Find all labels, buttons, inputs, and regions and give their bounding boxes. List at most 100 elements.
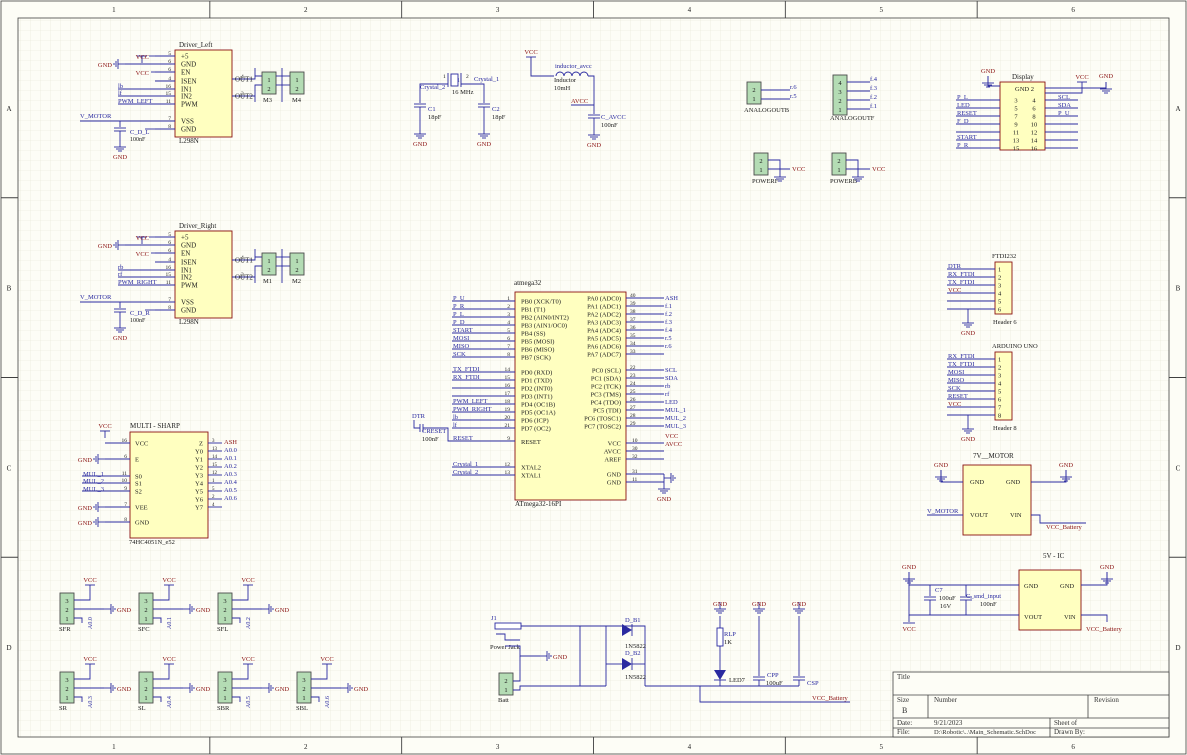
ground-symbol: [714, 602, 726, 614]
connector-pin-number: 2: [65, 607, 68, 614]
sensor-connector: 321: [296, 671, 312, 704]
ground-symbol: GND: [104, 683, 131, 693]
file-value: D:\Robotic\..\Main_Schematic.SchDoc: [934, 729, 1036, 736]
connector-pin-number: 2: [838, 98, 841, 105]
ground-label: GND: [961, 330, 975, 337]
ground-label: GND: [98, 243, 112, 250]
power-label: VCC: [320, 656, 333, 663]
cap-value: 100uF: [939, 595, 956, 602]
net-pwm: PWM_RIGHT: [118, 279, 157, 286]
net-label: SCL: [665, 367, 677, 374]
net-label: TX_FTDI: [453, 366, 479, 373]
pin-number: 12: [505, 462, 511, 468]
pin-number: 10: [632, 438, 638, 444]
pin-name: PWM: [181, 101, 199, 109]
pin-number: 8: [124, 517, 127, 523]
pin-name: PC3 (TMS): [590, 392, 621, 399]
net-label: SCK: [453, 351, 466, 358]
net-label: f.2: [665, 311, 672, 318]
pin-number: 11: [166, 280, 172, 286]
net-label: f.3: [665, 319, 672, 326]
pin-number: 6: [168, 248, 171, 254]
analog-b-connector: 21: [746, 81, 762, 105]
power-label: VCC: [1075, 74, 1088, 81]
title-block-text: Title Size B Number Revision Date: 9/21/…: [897, 673, 1119, 736]
pin-name: RESET: [521, 439, 541, 446]
inductor-l: 10mH: [554, 85, 571, 92]
ground-symbol: GND: [262, 683, 289, 693]
connector-pin-number: 1: [223, 695, 226, 702]
pin-number: 36: [630, 325, 636, 331]
cap-ref: C_AVCC: [601, 114, 626, 121]
zone-row-label: B: [1176, 285, 1181, 293]
net-vbat: VCC_Battery: [1046, 524, 1082, 531]
ground-symbol: GND: [104, 604, 131, 614]
connector-pin-number: 1: [295, 258, 298, 265]
driver-body: [174, 49, 233, 138]
pin-name: Y2: [195, 465, 203, 472]
power-f-connector: 21: [753, 152, 769, 176]
driver-part: L298N: [179, 137, 199, 145]
pin-number: 14: [1031, 138, 1038, 145]
net-label: TX_FTDI: [948, 279, 974, 286]
pin-number: 8: [1032, 114, 1035, 121]
pin-name: Y0: [195, 449, 203, 456]
net-label: AVCC: [665, 441, 682, 448]
power-label: VCC: [83, 656, 96, 663]
connector-pin-number: 2: [144, 686, 147, 693]
pin-number: 7: [168, 116, 171, 122]
wire: [846, 159, 859, 170]
ground-label: GND: [275, 607, 289, 614]
connector-body: [138, 671, 154, 704]
ground-symbol: GND: [961, 422, 975, 443]
cap-ref: C_D_L: [130, 129, 150, 136]
sensor-name: SR: [59, 705, 68, 712]
wire: [1031, 470, 1067, 483]
ftdi-header: FTDI2321DTR2RX_FTDI3TX_FTDI4VCC56Header …: [947, 253, 1017, 337]
title-label: Title: [897, 673, 910, 681]
pin-name: Y4: [195, 481, 204, 488]
power-label: VCC: [83, 577, 96, 584]
net-vcc: VCC: [136, 54, 149, 61]
ground-symbol: [774, 170, 786, 182]
wire: [153, 671, 170, 680]
zone-col-label: 1: [112, 743, 116, 751]
pin-number: 33: [630, 349, 636, 355]
sensor-net: A0.2: [246, 617, 252, 629]
sensor-name: SL: [138, 705, 146, 712]
net-label: A0.3: [224, 471, 237, 478]
net-label: P_U: [453, 295, 465, 302]
pin-number: 35: [630, 333, 636, 339]
motor-connector: 12: [261, 252, 277, 276]
net-label: A0.1: [224, 455, 237, 462]
jack-body: [494, 622, 522, 630]
header-body: [994, 261, 1013, 315]
pin-number: 2: [466, 74, 469, 80]
net-label: r.6: [665, 343, 672, 350]
wire: [74, 617, 83, 623]
connector-pin-number: 1: [223, 616, 226, 623]
pin-number: 4: [1032, 98, 1036, 105]
net-label: f.4: [665, 327, 673, 334]
ground-label: GND: [196, 686, 210, 693]
sensor-name: SFR: [59, 626, 71, 633]
cap-value: 100uF: [766, 680, 783, 687]
wire: [74, 671, 91, 680]
ground-label: GND: [354, 686, 368, 693]
connector-pin-number: 3: [144, 598, 147, 605]
ground-symbol: GND: [183, 604, 210, 614]
led-ref: LED7: [729, 677, 746, 684]
pin-number: 5: [212, 487, 215, 492]
pin-number: 10: [1031, 122, 1038, 129]
pin-name: +5: [181, 234, 189, 242]
pin-number: 40: [630, 293, 636, 299]
pin-number: 16: [166, 84, 172, 90]
diode-ref: D_B1: [625, 617, 641, 624]
sensor-net: A0.1: [167, 617, 173, 629]
wire: [311, 696, 320, 702]
net-label: RX_FTDI: [948, 271, 975, 278]
net-reset: RESET: [453, 435, 473, 442]
pin-name: GND: [181, 126, 196, 134]
net-pwm: PWM_LEFT: [118, 98, 152, 105]
